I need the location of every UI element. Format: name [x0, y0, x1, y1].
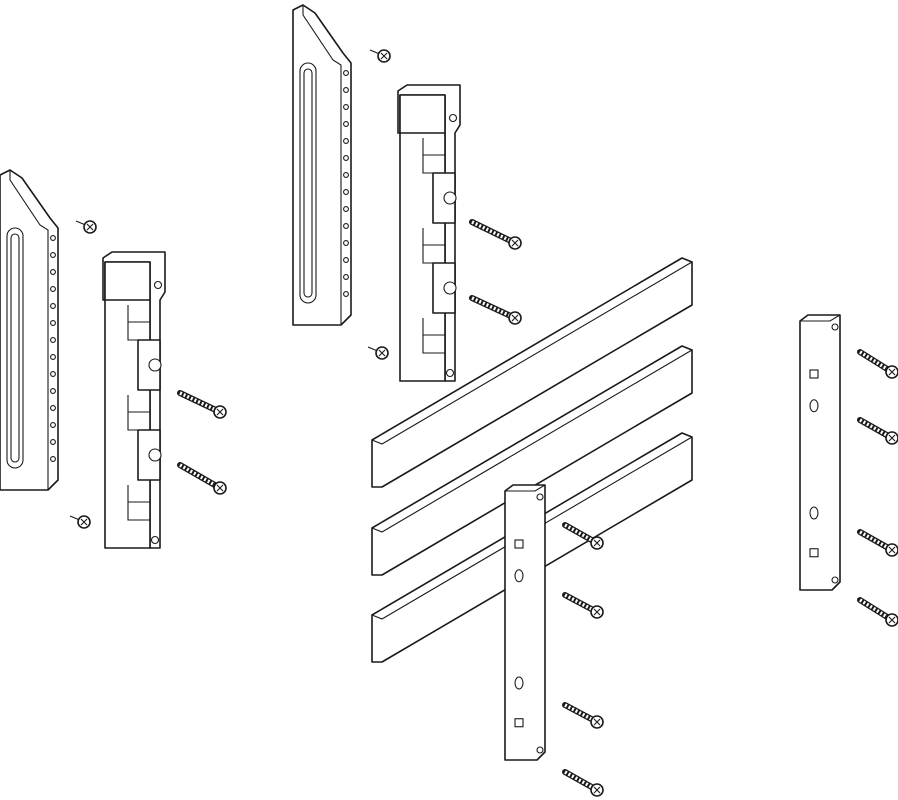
mounting-hole: [343, 121, 349, 127]
long-screw-icon: [562, 702, 604, 729]
mounting-hole: [343, 240, 349, 246]
small-screw-icon: [75, 220, 97, 234]
mounting-bracket-left: [0, 169, 59, 491]
square-hole: [514, 718, 524, 728]
mounting-hole: [343, 172, 349, 178]
mounting-hole: [343, 257, 349, 263]
small-screw-icon: [369, 49, 391, 63]
long-screw-icon: [562, 769, 604, 797]
mounting-hole: [50, 269, 56, 275]
small-screw-icon: [367, 346, 389, 360]
small-screw-icon: [69, 515, 91, 529]
long-screw-icon: [857, 349, 898, 379]
mounting-hole: [50, 286, 56, 292]
long-screw-icon: [469, 219, 522, 250]
mounting-hole: [343, 189, 349, 195]
mounting-hole: [50, 235, 56, 241]
mounting-hole: [343, 155, 349, 161]
rail-holder-top: [397, 84, 461, 382]
mounting-hole: [343, 138, 349, 144]
square-hole: [809, 369, 819, 379]
rail-holder-left: [102, 251, 166, 549]
mounting-hole: [343, 104, 349, 110]
long-screw-icon: [562, 522, 604, 550]
terminal-strip-right: [799, 314, 841, 591]
square-hole: [809, 548, 819, 558]
square-hole: [514, 539, 524, 549]
long-screw-icon: [857, 417, 898, 445]
mounting-hole: [343, 274, 349, 280]
bracket-fold: [9, 170, 49, 490]
bracket-slot: [299, 62, 317, 304]
mounting-hole: [343, 87, 349, 93]
mounting-hole: [50, 320, 56, 326]
bracket-slot: [6, 227, 24, 469]
mounting-hole: [50, 439, 56, 445]
bracket-fold: [302, 5, 342, 325]
mounting-hole: [343, 206, 349, 212]
long-screw-icon: [857, 597, 898, 627]
mounting-hole: [50, 371, 56, 377]
long-screw-icon: [857, 529, 898, 557]
mounting-hole: [50, 388, 56, 394]
long-screw-icon: [177, 390, 227, 419]
mounting-hole: [50, 422, 56, 428]
mounting-bracket-top: [292, 4, 352, 326]
mounting-hole: [50, 252, 56, 258]
terminal-strip-center: [504, 484, 546, 761]
mounting-hole: [50, 456, 56, 462]
mounting-hole: [50, 303, 56, 309]
long-screw-icon: [562, 592, 604, 619]
long-screw-icon: [469, 295, 522, 325]
mounting-hole: [343, 291, 349, 297]
flat-bar-1: [371, 257, 693, 488]
long-screw-icon: [177, 462, 227, 495]
mounting-hole: [50, 337, 56, 343]
mounting-hole: [50, 354, 56, 360]
mounting-hole: [343, 70, 349, 76]
mounting-hole: [50, 405, 56, 411]
mounting-hole: [343, 223, 349, 229]
flat-bar-2: [371, 345, 693, 576]
